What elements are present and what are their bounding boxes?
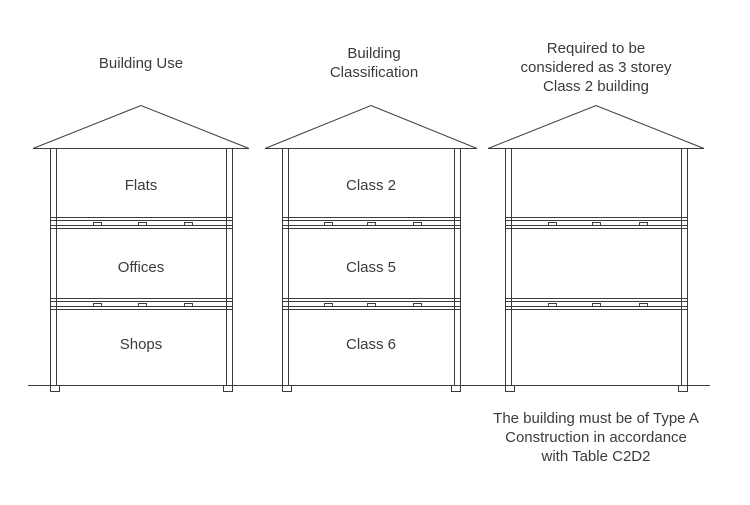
footing-right [678, 385, 688, 392]
footnote-line2: Construction in accordance [505, 429, 687, 446]
floor-label-class5: Class 5 [346, 259, 396, 276]
footing-right [223, 385, 233, 392]
footing-left [505, 385, 515, 392]
required-title-line1: Required to be [547, 40, 645, 57]
floor-label-shops: Shops [120, 336, 163, 353]
footing-right [451, 385, 461, 392]
building-classification-title-line1: Building [347, 45, 400, 62]
footing-left [50, 385, 60, 392]
required-class2-section: Required to be considered as 3 storey Cl… [487, 40, 705, 392]
building-use-section: Building Use Flats Offices Shops [32, 55, 250, 392]
roof-icon [32, 104, 250, 149]
floor-label-offices: Offices [118, 259, 164, 276]
footnote: The building must be of Type A Construct… [493, 410, 699, 465]
roof-icon [264, 104, 478, 149]
walls [50, 148, 233, 386]
footing-left [282, 385, 292, 392]
floor-slab-upper [50, 217, 233, 229]
floor-label-flats: Flats [125, 177, 158, 194]
floor-label-class6: Class 6 [346, 336, 396, 353]
required-title-line2: considered as 3 storey [521, 59, 672, 76]
floor-slab-upper [505, 217, 688, 229]
footnote-line3: with Table C2D2 [541, 448, 651, 465]
roof-icon [487, 104, 705, 149]
footnote-line1: The building must be of Type A [493, 410, 699, 427]
building-classification-section: Building Classification Class 2 Class 5 … [264, 45, 478, 392]
required-title-line3: Class 2 building [543, 78, 649, 95]
building-classification-title-line2: Classification [330, 64, 418, 81]
floor-slab-lower [505, 298, 688, 310]
building-use-title: Building Use [99, 55, 183, 72]
walls [505, 148, 688, 386]
floor-slab-lower [50, 298, 233, 310]
floor-label-class2: Class 2 [346, 177, 396, 194]
floor-slab-lower [282, 298, 461, 310]
floor-slab-upper [282, 217, 461, 229]
walls [282, 148, 461, 386]
